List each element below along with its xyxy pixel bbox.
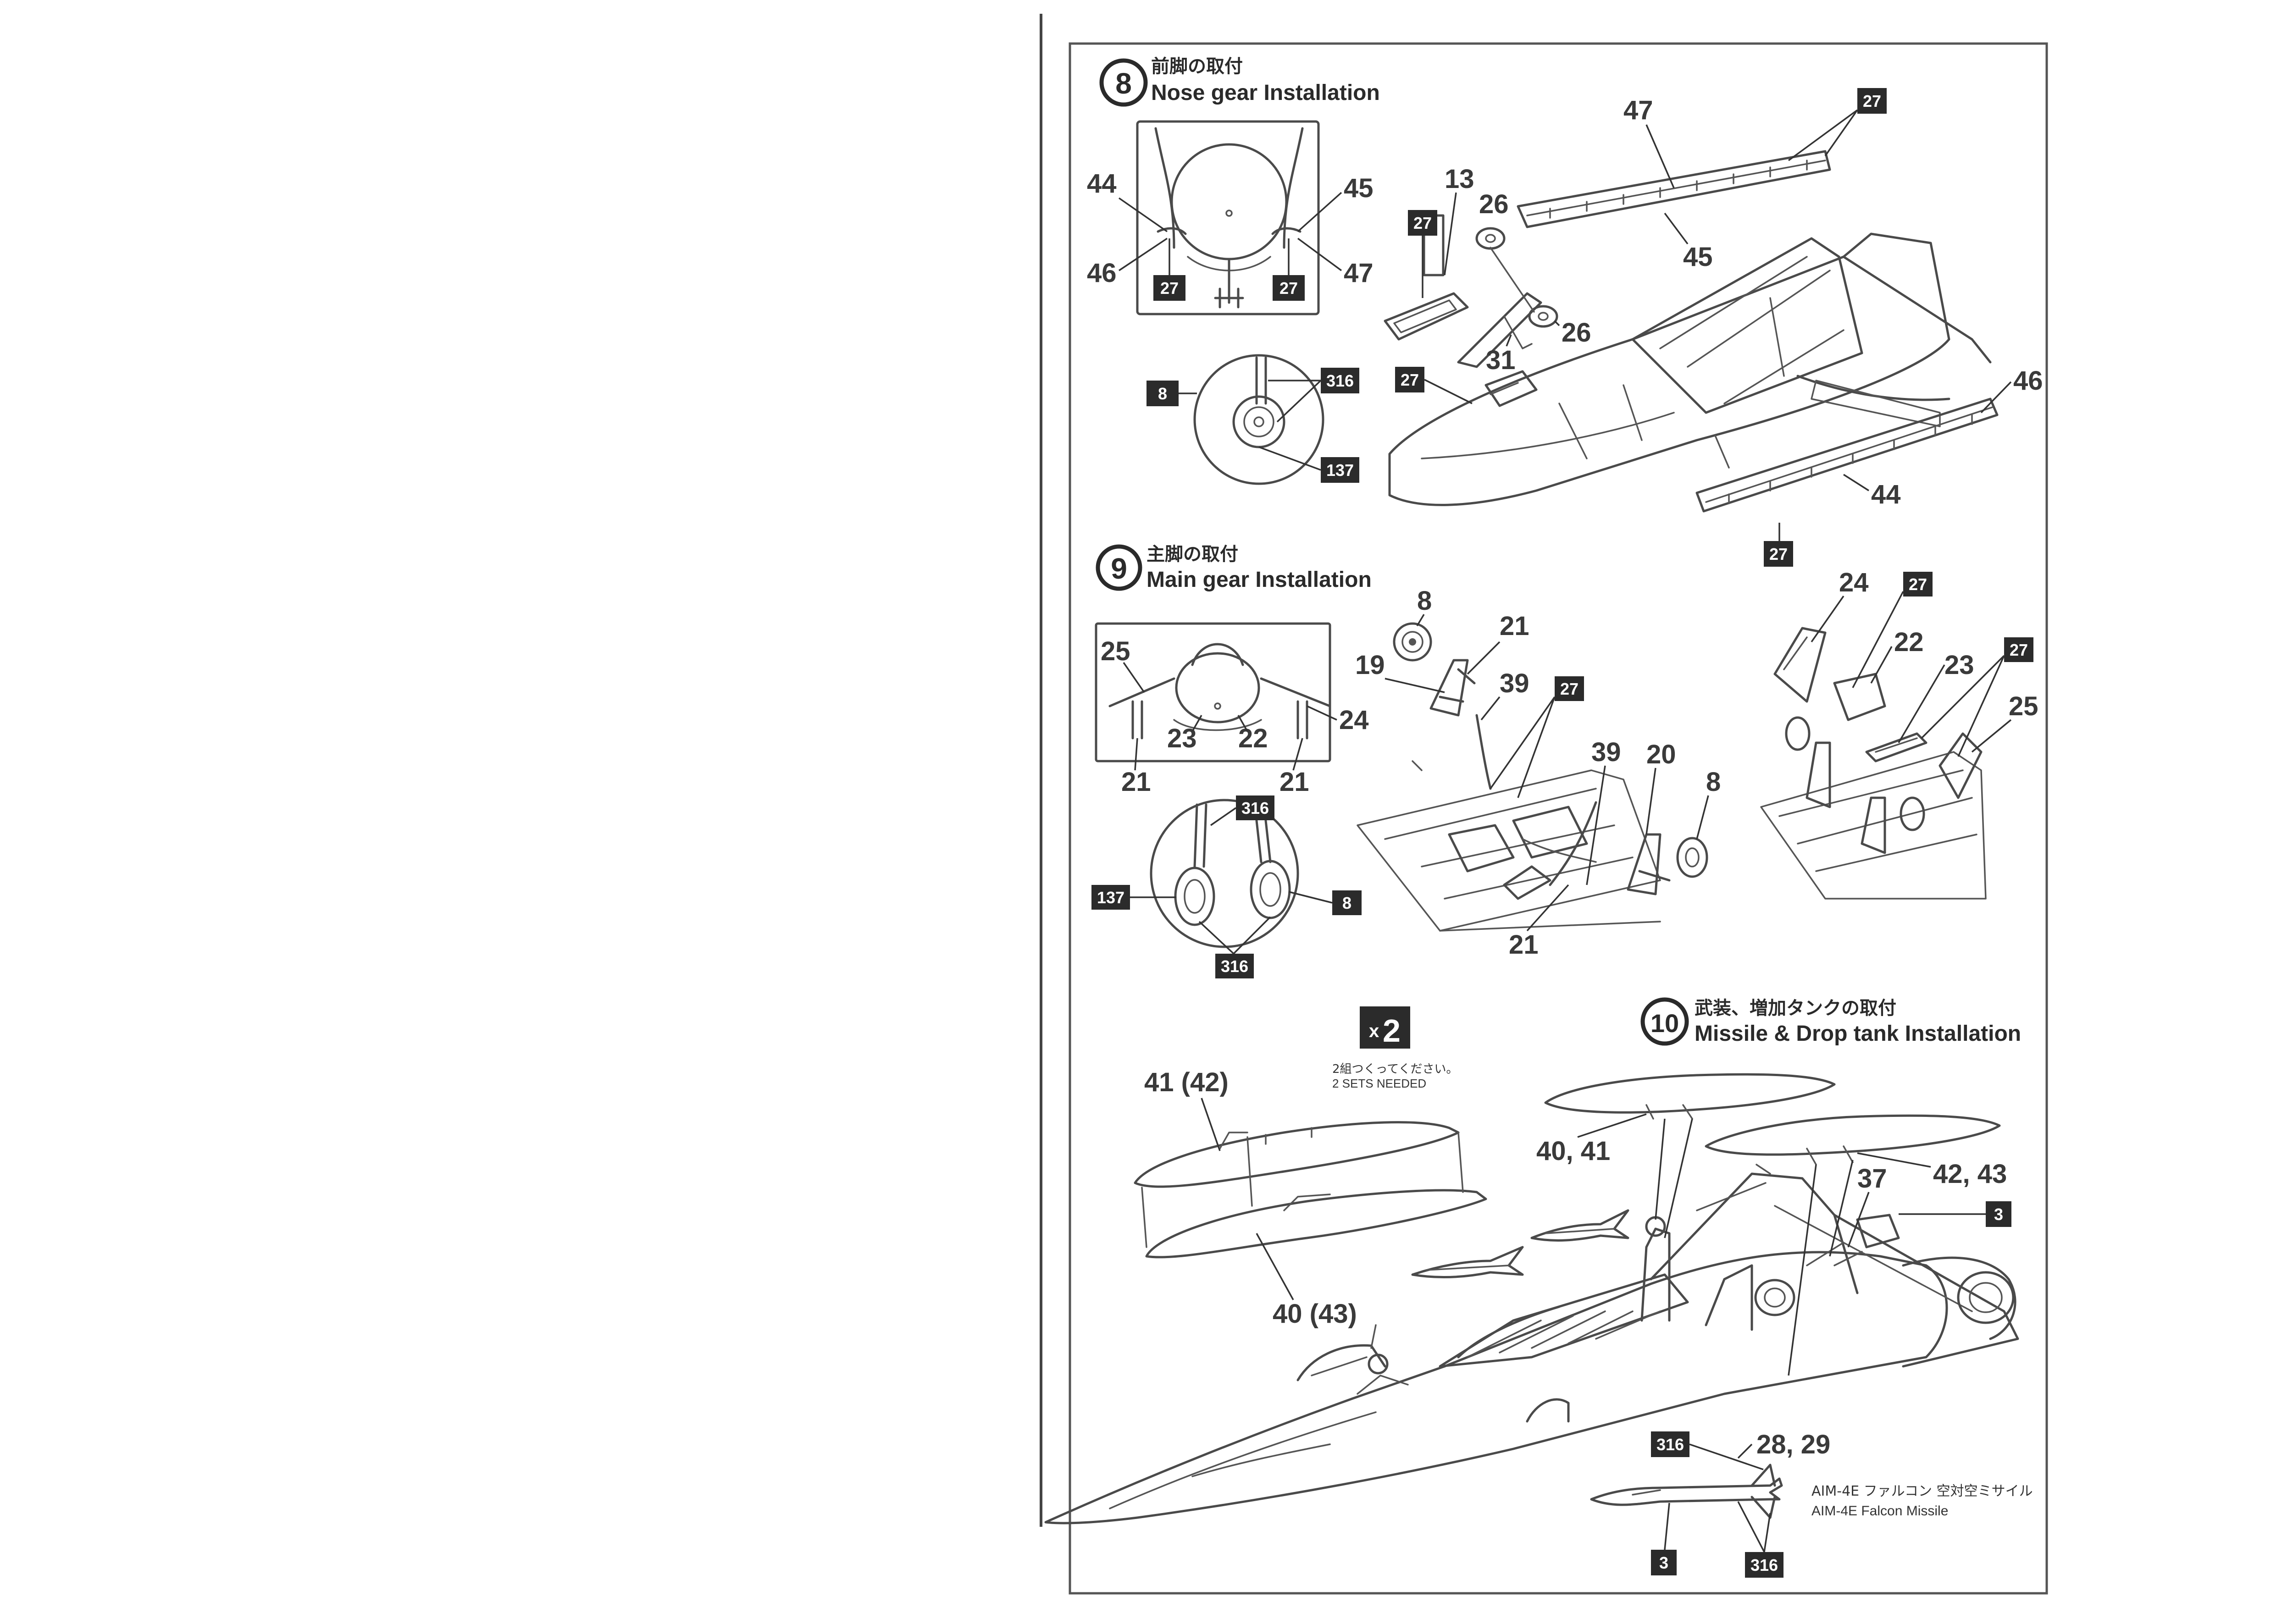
color-27-chip-5: 27 [1413, 214, 1432, 232]
color-8-chip-1: 8 [1158, 384, 1167, 403]
color-27-chip-6: 27 [1401, 370, 1419, 389]
nose-wheel-detail: 316 8 137 [1146, 354, 1359, 485]
nose-gear-front-view [1136, 120, 1320, 315]
part-21-inset-label-left: 21 [1121, 767, 1151, 797]
color-27-chip-1: 27 [1160, 279, 1179, 298]
color-316-chip-1: 316 [1326, 371, 1354, 390]
falcon-missile-detail: 28, 29 316 3 316 AIM-4E ファルコン 空対空ミサイル AI… [1590, 1430, 2033, 1578]
color-137-chip-1: 137 [1326, 461, 1354, 480]
part-23-label: 23 [1944, 650, 1974, 680]
step-9-header: 9 主脚の取付 Main gear Installation [1096, 544, 1372, 592]
part-42-43-label: 42, 43 [1933, 1159, 2007, 1189]
main-gear-left-drawing [1357, 760, 1661, 932]
part-22-label: 22 [1894, 627, 1924, 657]
step-10-title-en: Missile & Drop tank Installation [1695, 1022, 2021, 1046]
part-46-door-label: 46 [2013, 366, 2043, 396]
main-wheel-detail: 316 137 8 316 [1091, 795, 1362, 978]
color-27-chip-9: 27 [2010, 641, 2028, 659]
color-27-chip-7: 27 [1560, 679, 1579, 698]
color-3-chip-2: 3 [1659, 1553, 1668, 1572]
part-23-inset-label: 23 [1167, 724, 1197, 753]
color-316-chip-5: 316 [1750, 1556, 1778, 1574]
part-20-label: 20 [1646, 740, 1676, 769]
part-40-41-label: 40, 41 [1536, 1136, 1610, 1166]
main-gear-front-view: 25 23 22 24 21 21 [1095, 622, 1369, 797]
wing-missiles-drawing [1411, 1209, 1629, 1278]
part-40-43-label: 40 (43) [1273, 1299, 1357, 1329]
color-27-chip-2: 27 [1279, 279, 1298, 298]
color-8-chip-2: 8 [1342, 894, 1351, 912]
color-27-chip-8: 27 [1909, 575, 1927, 594]
part-25-label: 25 [2009, 691, 2038, 721]
color-316-chip-3: 316 [1221, 957, 1248, 976]
part-47-door-label: 47 [1623, 95, 1653, 125]
aircraft-fuselage-drawing [1044, 1164, 2019, 1525]
part-31-label: 31 [1486, 345, 1516, 375]
color-27-chip-4: 27 [1769, 545, 1788, 563]
color-3-chip-1: 3 [1994, 1205, 2003, 1224]
part-26-label-1: 26 [1479, 189, 1509, 219]
step-10-leaders: 37 3 [1655, 1118, 2011, 1376]
color-316-chip-4: 316 [1656, 1435, 1684, 1454]
missile-caption-en: AIM-4E Falcon Missile [1811, 1503, 1948, 1519]
drop-tanks-assembled: 40, 41 42, 43 [1536, 1073, 2007, 1189]
part-24-label: 24 [1839, 568, 1869, 597]
step-9-badge [1096, 544, 1142, 591]
part-8-label-2: 8 [1706, 767, 1721, 797]
step-8-badge [1099, 58, 1148, 107]
part-45-door-label: 45 [1683, 242, 1713, 272]
part-21-label-1: 21 [1500, 611, 1529, 641]
main-gear-left-parts: 8 19 21 39 27 [1355, 586, 1584, 798]
step-10-header: 10 武装、増加タンクの取付 Missile & Drop tank Insta… [1640, 997, 2021, 1046]
step-8-header: 8 前脚の取付 Nose gear Installation [1099, 56, 1380, 107]
step-9-title-en: Main gear Installation [1146, 568, 1372, 592]
multiplier-badge: x 2 2組つくってください。 2 SETS NEEDED [1332, 1006, 1458, 1090]
main-gear-doors-drawing: 24 27 22 23 27 25 [1760, 568, 2038, 900]
color-137-chip-2: 137 [1097, 888, 1124, 907]
main-gear-right-strut: 39 20 8 21 [1509, 737, 1721, 960]
step-10-number: 10 [1651, 1009, 1679, 1038]
part-8-label-1: 8 [1417, 586, 1432, 616]
nose-gear-fuselage-drawing [1384, 232, 1992, 506]
sets-note-en: 2 SETS NEEDED [1332, 1077, 1426, 1090]
step-10-badge [1640, 997, 1689, 1046]
multiplier-symbol: x [1369, 1021, 1379, 1041]
gear-door-44-46: 46 44 27 [1695, 366, 2043, 567]
sets-note-jp: 2組つくってください。 [1332, 1062, 1458, 1076]
step-8-title-jp: 前脚の取付 [1151, 56, 1243, 77]
step-10-title-jp: 武装、増加タンクの取付 [1695, 998, 1896, 1019]
part-26-label-2: 26 [1562, 318, 1591, 348]
part-19-label: 19 [1355, 650, 1385, 680]
part-41-42-label: 41 (42) [1144, 1067, 1229, 1097]
nose-strut-assembly: 13 27 26 26 31 27 [1395, 164, 1591, 404]
color-316-chip-2: 316 [1241, 799, 1269, 818]
part-39-label-1: 39 [1500, 668, 1529, 698]
part-44-label: 44 [1087, 169, 1117, 199]
drop-tank-exploded: 41 (42) 40 (43) [1134, 1067, 1487, 1329]
part-46-label: 46 [1087, 258, 1117, 288]
part-47-label: 47 [1344, 258, 1374, 288]
step-8-number: 8 [1115, 67, 1132, 100]
part-25-inset-label: 25 [1101, 636, 1130, 666]
multiplier-count: 2 [1383, 1013, 1401, 1049]
part-39-label-2: 39 [1591, 737, 1621, 767]
step-9-number: 9 [1111, 552, 1127, 585]
color-27-chip-3: 27 [1863, 92, 1881, 110]
step-9-title-jp: 主脚の取付 [1146, 544, 1238, 565]
part-13-label: 13 [1445, 164, 1474, 194]
part-44-door-label: 44 [1871, 480, 1901, 509]
missile-caption-jp: AIM-4E ファルコン 空対空ミサイル [1811, 1483, 2033, 1499]
step-8-title-en: Nose gear Installation [1151, 81, 1380, 105]
part-28-29-label: 28, 29 [1756, 1430, 1830, 1459]
part-21-inset-label-right: 21 [1279, 767, 1309, 797]
nose-gear-front-labels: 44 46 45 47 27 27 [1087, 169, 1374, 301]
part-24-inset-label: 24 [1339, 705, 1369, 735]
part-45-label: 45 [1344, 173, 1374, 203]
part-22-inset-label: 22 [1238, 724, 1268, 753]
part-21-label-2: 21 [1509, 930, 1539, 960]
part-37-label: 37 [1857, 1164, 1887, 1193]
gear-door-47-45: 47 45 27 [1517, 88, 1887, 272]
page-frame [1069, 42, 2048, 1595]
